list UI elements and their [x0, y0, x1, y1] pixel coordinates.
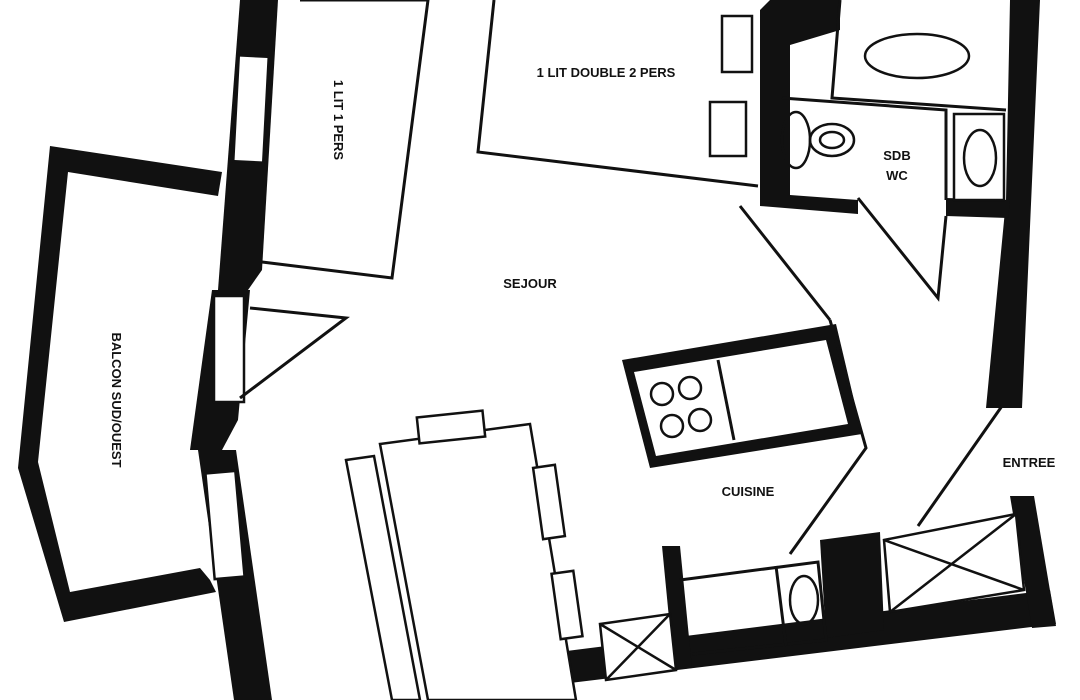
balcony-label: BALCON SUD/OUEST	[109, 332, 124, 467]
bed-single-outline	[261, 0, 430, 280]
bathroom: SDB WC	[780, 0, 1007, 302]
washbasin	[962, 128, 998, 188]
closet-cross-b	[889, 513, 1017, 613]
bench	[344, 454, 422, 700]
appliance-cross-b	[605, 613, 671, 681]
living-label: SEJOUR	[503, 276, 557, 291]
chair-right-lower	[550, 569, 584, 641]
nightstand-bottom	[708, 100, 748, 158]
living-room: SEJOUR	[239, 205, 832, 400]
toilet-seat	[818, 130, 846, 150]
closet-cross-a	[883, 538, 1025, 592]
corridor-wall-upper	[738, 205, 832, 321]
entrance: ENTREE	[882, 405, 1056, 614]
bed-double-outline	[476, 0, 759, 188]
east-wall	[986, 0, 1040, 408]
toilet-tank	[808, 122, 856, 158]
kitchen-sink	[788, 574, 820, 626]
dining-area	[344, 409, 584, 700]
window-bedroom	[231, 53, 271, 165]
burner-2	[677, 375, 703, 401]
chair-right-upper	[531, 463, 567, 541]
window-lower	[204, 469, 246, 581]
balcony-outline	[18, 146, 222, 622]
kitchen-label: CUISINE	[722, 484, 775, 499]
north-wall-bath	[760, 0, 858, 214]
entrance-door-swing	[916, 405, 1004, 527]
bathtub	[863, 32, 971, 80]
bath-partition	[781, 96, 948, 200]
lower-counter-divider	[774, 565, 788, 647]
kitchen-low-wall	[662, 546, 692, 670]
west-windows	[204, 53, 271, 581]
kitchen-lower-counter	[679, 560, 828, 656]
bath-east-wall	[946, 198, 1010, 218]
kitchen-divider	[820, 532, 884, 638]
kitchen-counter-surface	[634, 340, 848, 456]
kitchen: CUISINE	[598, 319, 868, 682]
chair-top	[415, 409, 487, 445]
bedroom-double-label: 1 LIT DOUBLE 2 PERS	[537, 65, 676, 80]
living-door-swing	[239, 306, 350, 400]
kitchen-corridor-wall	[788, 319, 868, 555]
burner-4	[687, 407, 713, 433]
entry-south-wall	[1010, 496, 1056, 628]
bathroom-label-wc: WC	[886, 168, 908, 183]
bedroom-single-label: 1 LIT 1 PERS	[331, 80, 346, 161]
burner-1	[649, 381, 675, 407]
window-living	[212, 294, 246, 404]
south-wall	[430, 590, 1056, 700]
bath-door-swing	[856, 197, 948, 302]
bath-inner-walls	[830, 0, 1007, 112]
balcony: BALCON SUD/OUEST	[18, 146, 222, 622]
nightstand-top	[720, 14, 754, 74]
entrance-label: ENTREE	[1003, 455, 1056, 470]
burner-3	[659, 413, 685, 439]
bedroom-double: 1 LIT DOUBLE 2 PERS	[476, 0, 759, 188]
bedroom-single: 1 LIT 1 PERS	[261, 0, 430, 280]
counter-divider	[716, 359, 736, 441]
bathroom-label-sdb: SDB	[883, 148, 910, 163]
